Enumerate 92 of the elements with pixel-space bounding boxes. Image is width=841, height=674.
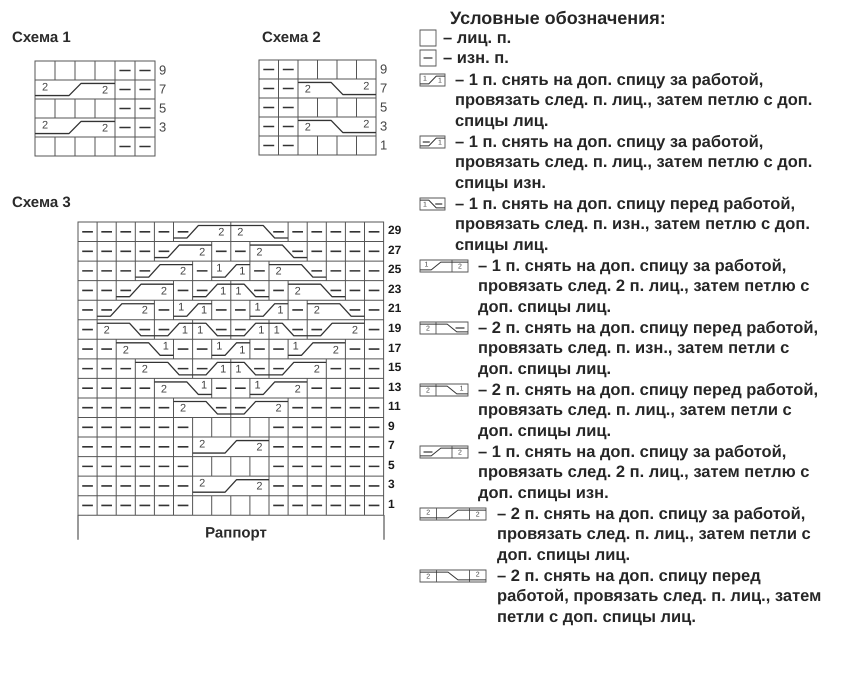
stitch-count: 2 (199, 478, 206, 490)
stitch-count: 2 (256, 442, 262, 454)
stitch-count: 1 (220, 364, 226, 376)
stitch-count: 1 (254, 302, 261, 314)
row-number: 3 (159, 120, 166, 134)
stitch-count: 1 (200, 306, 208, 317)
row-number: 15 (388, 361, 402, 374)
stitch-count: 2 (102, 86, 108, 97)
stitch-count: 1 (274, 325, 280, 336)
legend-title: Условные обозначения: (450, 9, 666, 27)
legend-text: – 1 п. снять на доп. спицу за работой, провязать след. 2 п. лиц., затем петлю с доп. спицы лиц. (478, 256, 810, 318)
stitch-count: 2 (352, 325, 358, 336)
legend-text: – 2 п. снять на доп. спицу перед работой, провязать след. п. лиц., затем петли с доп. спицы лиц. (478, 380, 820, 442)
stitch-count: 2 (256, 482, 262, 493)
row-number: 3 (388, 478, 395, 490)
stitch-count: 1 (235, 286, 242, 298)
legend-text: – лиц. п. (443, 28, 512, 48)
row-number: 1 (380, 138, 388, 152)
row-number: 11 (388, 400, 401, 412)
stitch-count: 2 (160, 384, 167, 396)
chart-title: Схема 3 (12, 195, 71, 210)
stitch-count: 2 (363, 119, 370, 130)
stitch-count: 2 (275, 266, 282, 278)
row-number: 5 (388, 458, 395, 471)
chart-title: Схема 1 (12, 30, 71, 45)
stitch-count: 2 (199, 439, 206, 450)
legend-text: – 1 п. снять на доп. спицу перед работой, провязать след. п. изн., затем петлю с доп. спицы лиц. (455, 194, 811, 256)
row-number: 7 (159, 82, 166, 96)
stitch-count: 1 (182, 325, 188, 336)
stitch-count: 2 (256, 247, 262, 258)
stitch-count: 1 (162, 342, 169, 352)
stitch-count: 2 (304, 122, 311, 134)
row-number: 5 (380, 100, 388, 114)
stitch-count: 2 (294, 286, 301, 298)
legend-text: – изн. п. (443, 48, 509, 68)
row-number: 1 (388, 498, 395, 510)
row-number: 9 (388, 420, 395, 432)
stitch-count: 2 (122, 345, 129, 356)
row-number: 21 (388, 302, 402, 314)
stitch-count: 2 (180, 266, 186, 278)
chart-title: Схема 2 (262, 30, 321, 45)
stitch-count: 2 (102, 124, 108, 135)
stitch-count: 1 (197, 325, 204, 336)
stitch-count: 2 (314, 364, 320, 376)
stitch-count: 2 (275, 404, 282, 415)
stitch-count: 2 (160, 286, 167, 298)
stitch-count: 2 (363, 81, 370, 92)
row-number: 23 (388, 282, 402, 295)
stitch-count: 1 (178, 302, 184, 314)
stitch-count: 2 (314, 306, 320, 317)
row-number: 17 (388, 342, 402, 354)
stitch-count: 2 (180, 404, 186, 415)
legend-text: – 2 п. снять на доп. спицу перед работой, провязать след. п. лиц., затем петли с доп. спицы лиц. (497, 566, 822, 628)
row-number: 5 (159, 101, 166, 114)
stitch-count: 1 (239, 345, 246, 356)
row-number: 7 (380, 81, 388, 94)
stitch-count: 2 (104, 325, 110, 336)
row-number: 9 (380, 62, 388, 76)
stitch-count: 2 (332, 345, 339, 356)
stitch-count: 2 (199, 247, 206, 258)
stitch-count: 1 (200, 380, 208, 392)
row-number: 9 (159, 63, 166, 76)
row-number: 7 (388, 439, 395, 452)
stitch-count: 1 (235, 364, 242, 376)
stitch-count: 2 (142, 306, 148, 317)
row-number: 13 (388, 380, 402, 393)
row-number: 25 (388, 263, 402, 276)
repeat-label: Раппорт (205, 526, 267, 540)
stitch-count: 1 (216, 342, 222, 352)
legend-text: – 1 п. снять на доп. спицу за работой, провязать след. п. лиц., затем петлю с доп. спицы изн. (455, 132, 814, 194)
stitch-count: 2 (142, 364, 148, 376)
stitch-count: 2 (294, 384, 301, 396)
row-number: 29 (388, 224, 402, 236)
row-number: 27 (388, 244, 402, 256)
stitch-count: 1 (220, 286, 226, 298)
legend-text: – 2 п. снять на доп. спицу за работой, провязать след. п. лиц., затем петли с доп. спицы лиц. (497, 504, 812, 566)
stitch-count: 1 (239, 266, 246, 278)
stitch-count: 1 (277, 306, 284, 317)
stitch-count: 2 (42, 120, 48, 132)
stitch-count: 1 (254, 380, 261, 392)
stitch-count: 2 (304, 84, 311, 96)
stitch-count: 2 (218, 228, 224, 239)
stitch-count: 1 (216, 263, 222, 274)
legend-text: – 1 п. снять на доп. спицу за работой, провязать след. 2 п. лиц., затем петлю с доп. спицы изн. (478, 442, 810, 504)
stitch-count: 2 (42, 82, 48, 94)
stitch-count: 1 (292, 342, 299, 352)
row-number: 3 (380, 119, 388, 132)
legend-text: – 2 п. снять на доп. спицу перед работой, провязать след. п. изн., затем петли с доп. спицы лиц. (478, 318, 820, 380)
stitch-count: 1 (258, 325, 264, 336)
legend-text: – 1 п. снять на доп. спицу за работой, провязать след. п. лиц., затем петлю с доп. спицы лиц. (455, 70, 814, 132)
stitch-count: 2 (237, 228, 244, 239)
row-number: 19 (388, 322, 402, 334)
